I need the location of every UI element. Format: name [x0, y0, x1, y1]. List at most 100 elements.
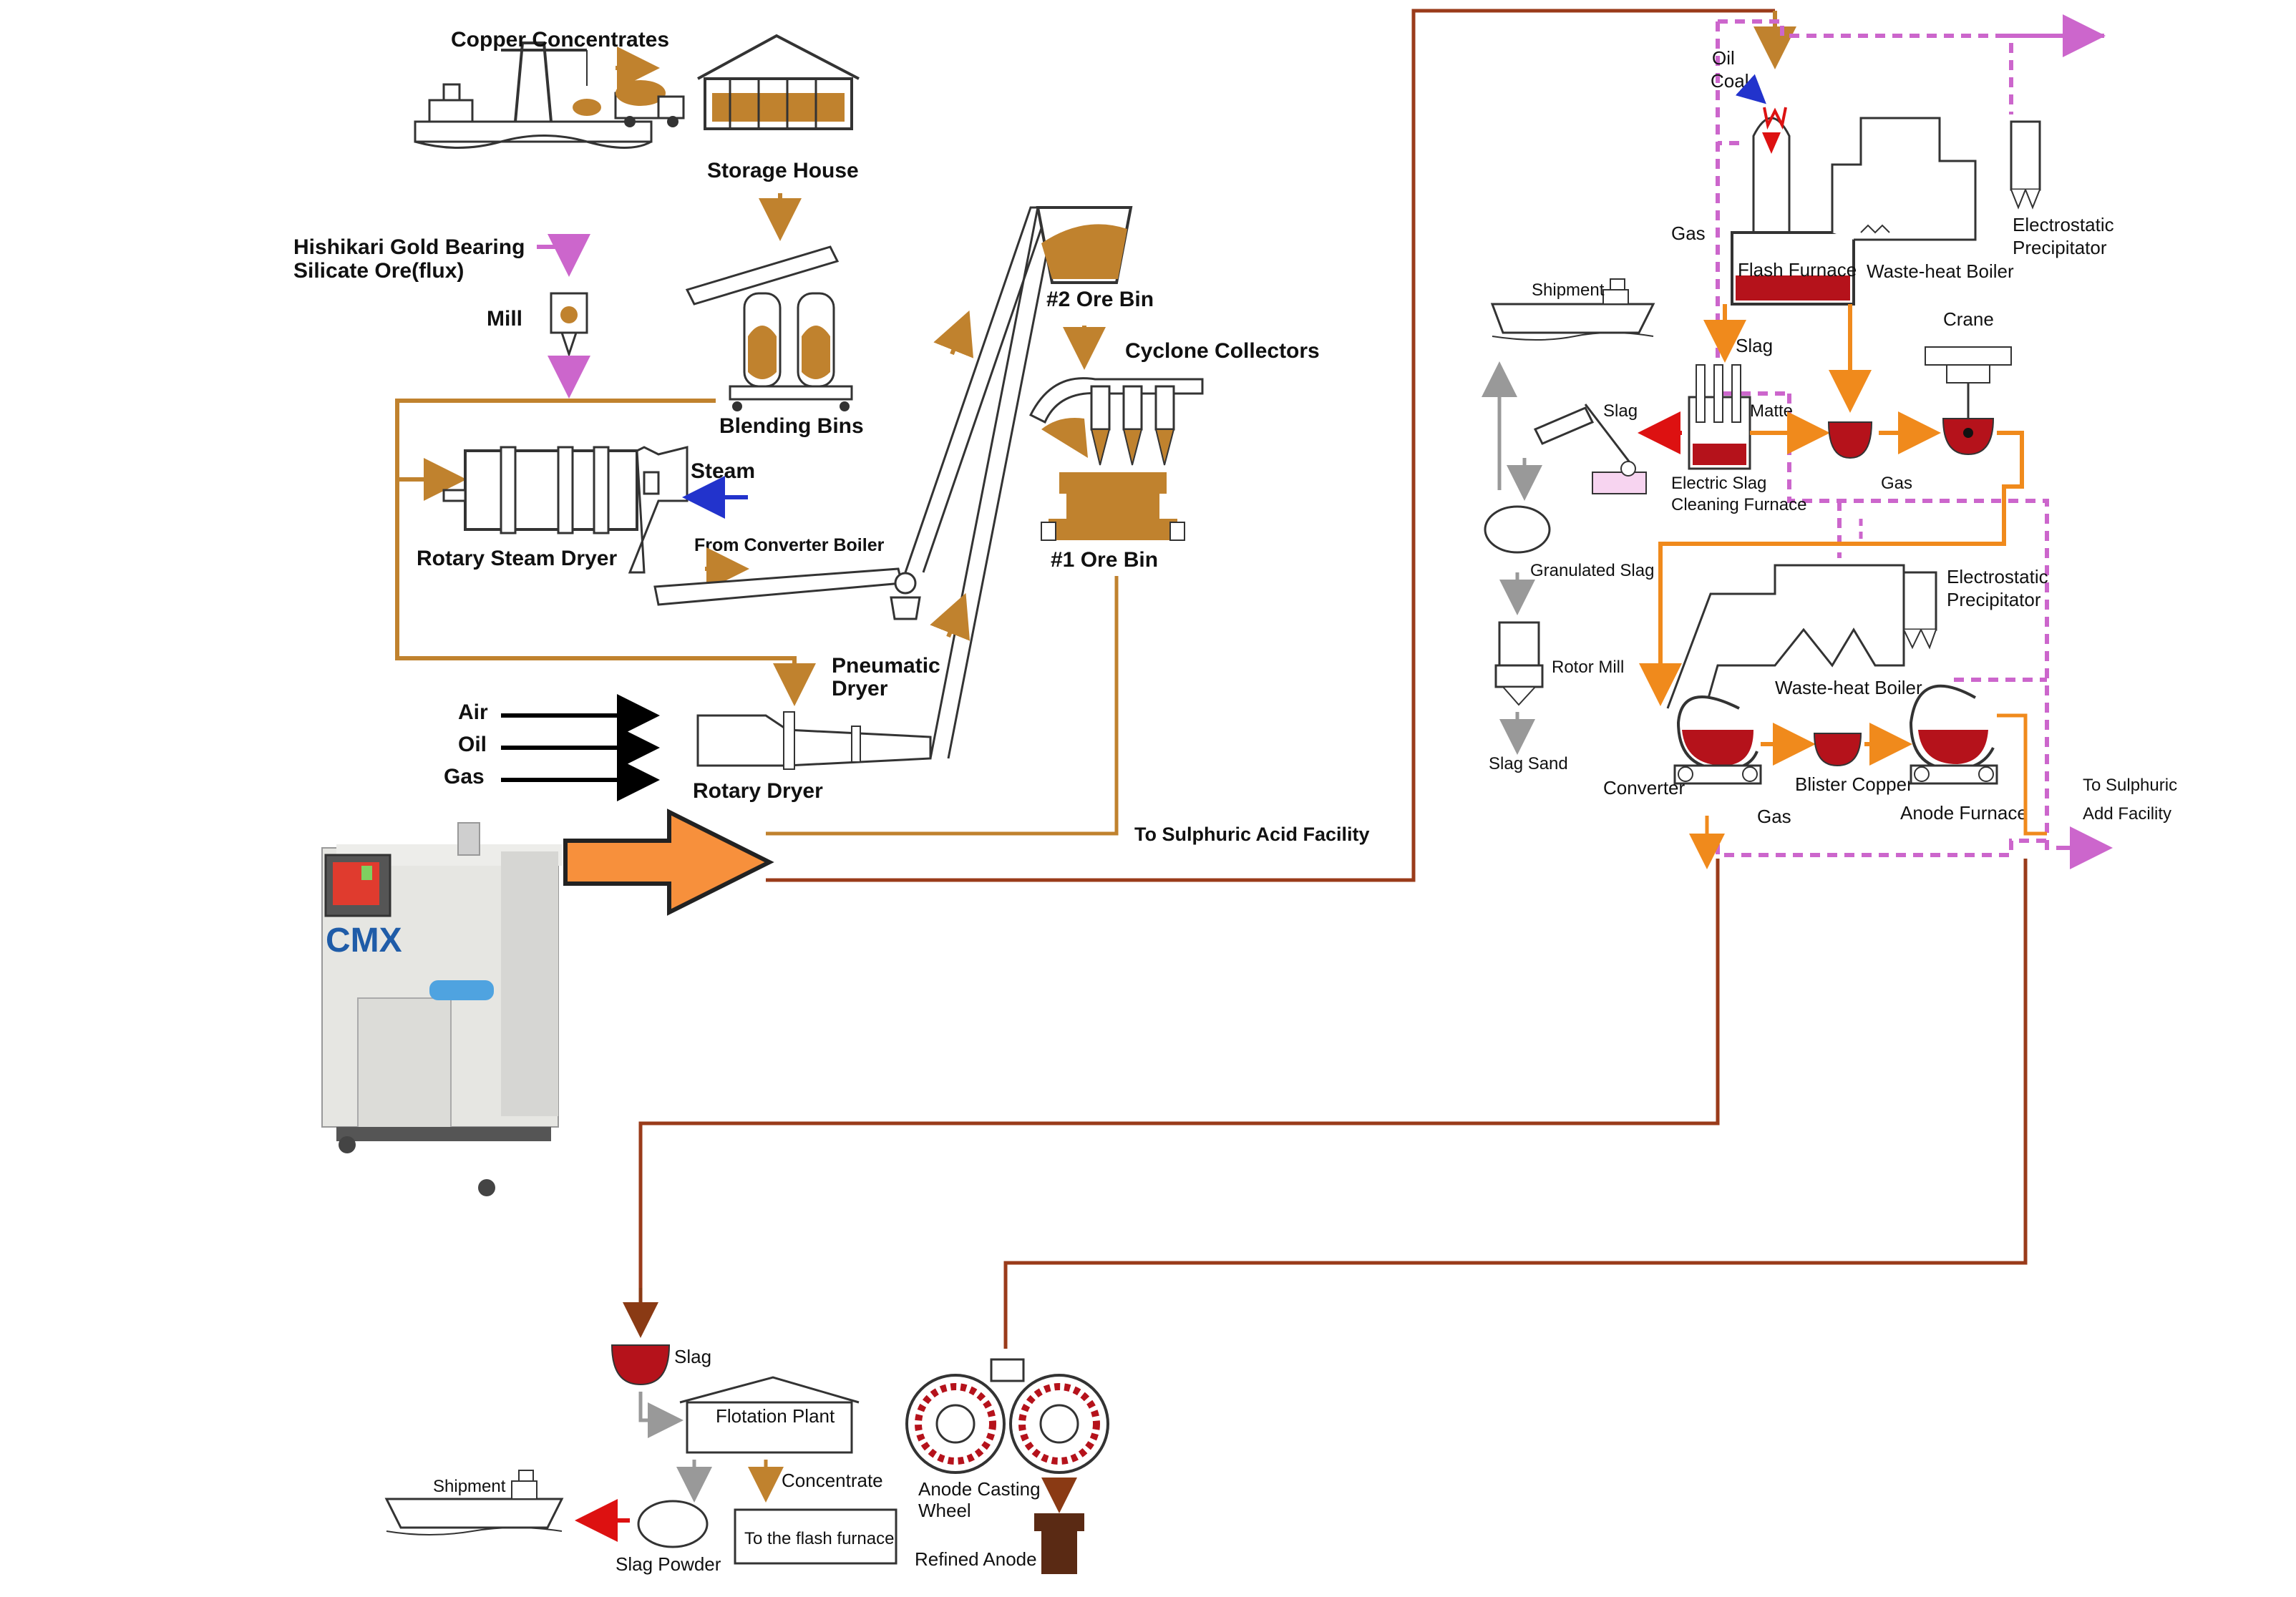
to-flash-furnace-box	[734, 1508, 898, 1565]
shipment-top-label: Shipment	[1532, 280, 1605, 300]
anode-casting-label-2: Wheel	[918, 1500, 971, 1521]
slag-ladle-icon	[611, 1344, 671, 1386]
electric-slag-label-2: Cleaning Furnace	[1671, 495, 1806, 514]
anode-casting-label-1: Anode Casting	[918, 1478, 1041, 1500]
shipment-bottom-label: Shipment	[433, 1477, 506, 1496]
cyclone-collectors-label: Cyclone Collectors	[1125, 339, 1320, 363]
rotary-dryer-icon	[696, 711, 932, 770]
concentrate-label: Concentrate	[782, 1470, 883, 1491]
mill-label: Mill	[487, 307, 522, 331]
storage-house-icon	[697, 34, 860, 130]
ore-bin-1-label: #1 Ore Bin	[1051, 548, 1158, 572]
ladle-icon	[1827, 421, 1873, 459]
pneumatic-riser-tube	[929, 206, 1057, 759]
hishikari-label-line1: Hishikari Gold Bearing	[293, 235, 525, 259]
converter-icon	[1673, 695, 1762, 785]
flotation-plant-icon	[679, 1376, 860, 1454]
slag-powder-label: Slag Powder	[616, 1553, 721, 1575]
slag-granulation-icon	[1533, 404, 1647, 494]
cmx-logo: CMX	[326, 922, 402, 959]
anode-furnace-icon	[1909, 684, 1998, 785]
rotor-mill-icon	[1494, 621, 1544, 706]
shipment-ship-top-icon	[1490, 278, 1655, 341]
anode-casting-wheel-icon	[905, 1358, 1109, 1474]
electrostatic-mid-label-1: Electrostatic	[1947, 566, 2048, 587]
crane-label: Crane	[1943, 308, 1994, 330]
gas-mid-label: Gas	[1881, 474, 1912, 493]
matte-transfer-line	[1658, 431, 2024, 694]
slag-sand-label: Slag Sand	[1489, 754, 1568, 773]
ore-bin-2-icon	[1036, 206, 1133, 284]
port-unloading-icon	[414, 41, 685, 149]
conveyor-belt	[653, 567, 903, 606]
granulated-slag-label: Granulated Slag	[1530, 561, 1654, 580]
from-converter-boiler-label: From Converter Boiler	[694, 535, 885, 555]
ore-bin-2-label: #2 Ore Bin	[1046, 288, 1154, 311]
slag-small-label: Slag	[1603, 401, 1638, 421]
gas-line	[1716, 839, 2047, 857]
electric-slag-furnace-icon	[1688, 364, 1751, 470]
flux-arrow	[537, 234, 590, 277]
granulated-slag-pile	[1484, 505, 1551, 554]
cyclone-collectors-icon	[1028, 377, 1204, 541]
gray-arrow	[638, 1392, 684, 1438]
rotary-dryer-label: Rotary Dryer	[693, 779, 823, 803]
storage-house-label: Storage House	[707, 159, 859, 182]
to-flash-furnace-label: To the flash furnace	[744, 1529, 894, 1548]
flow-arrow	[933, 310, 974, 358]
slag-bottom-label: Slag	[674, 1346, 711, 1367]
oil-label: Oil	[458, 733, 487, 756]
cmx-sample-arrow	[563, 809, 774, 916]
blister-copper-label: Blister Copper	[1795, 773, 1913, 795]
rotor-mill-label: Rotor Mill	[1552, 658, 1624, 677]
flotation-plant-label: Flotation Plant	[716, 1405, 835, 1427]
refined-anode-icon	[1034, 1513, 1084, 1574]
air-label: Air	[458, 700, 488, 724]
waste-heat-boiler-mid-label: Waste-heat Boiler	[1775, 677, 1922, 698]
anode-furnace-label: Anode Furnace	[1900, 802, 2028, 824]
ladle-icon	[1813, 733, 1862, 767]
pneumatic-dryer-label-line1: Pneumatic	[832, 654, 940, 678]
waste-heat-boiler-top-label: Waste-heat Boiler	[1867, 260, 2014, 282]
matte-label: Matte	[1750, 401, 1793, 421]
anode-transfer-line	[1003, 859, 2028, 1349]
cmx-analyzer-machine: CMX	[321, 822, 562, 1196]
converter-label: Converter	[1603, 777, 1685, 798]
to-sulphuric-right-label-1: To Sulphuric	[2083, 776, 2177, 795]
converter-boiler-icon	[1666, 564, 1937, 716]
refined-anode-label: Refined Anode	[915, 1548, 1037, 1570]
fuel-arrow	[1735, 74, 1766, 104]
gas-low-label: Gas	[1757, 806, 1791, 827]
offgas-line	[766, 576, 1119, 836]
process-link-line	[766, 9, 1775, 882]
offgas-line	[1997, 713, 2047, 836]
steam-label: Steam	[691, 459, 755, 483]
gas-flash-label: Gas	[1671, 223, 1706, 244]
electrostatic-mid-label-2: Precipitator	[1947, 589, 2041, 610]
flash-furnace-icon	[1731, 107, 2041, 306]
blending-bins-label: Blending Bins	[719, 414, 864, 438]
coal-label: Coal	[1711, 70, 1748, 92]
mill-icon	[550, 292, 588, 358]
electrostatic-top-label-2: Precipitator	[2013, 237, 2107, 258]
gas-line	[1718, 19, 2104, 38]
flow-arrow	[930, 592, 971, 641]
hishikari-label-line2: Silicate Ore(flux)	[293, 259, 464, 283]
crane-icon	[1925, 346, 2012, 456]
flash-furnace-label: Flash Furnace	[1738, 259, 1857, 280]
electrostatic-top-label-1: Electrostatic	[2013, 214, 2114, 235]
blending-bins-icon	[685, 245, 853, 411]
to-sulphuric-right-label-2: Add Facility	[2083, 804, 2171, 824]
to-sulphuric-acid-label: To Sulphuric Acid Facility	[1134, 824, 1370, 845]
rotary-steam-dryer-label: Rotary Steam Dryer	[417, 547, 617, 570]
copper-concentrates-label: Copper Concentrates	[451, 28, 669, 52]
electric-slag-label-1: Electric Slag	[1671, 474, 1766, 493]
gas-line	[1716, 21, 1789, 396]
gas-label: Gas	[444, 765, 485, 788]
oil-small-label: Oil	[1712, 47, 1735, 69]
rotary-steam-dryer-icon	[442, 446, 689, 574]
slag-mid-label: Slag	[1736, 335, 1773, 356]
pneumatic-dryer-label-line2: Dryer	[832, 677, 888, 700]
screw-feeder-icon	[890, 572, 921, 620]
